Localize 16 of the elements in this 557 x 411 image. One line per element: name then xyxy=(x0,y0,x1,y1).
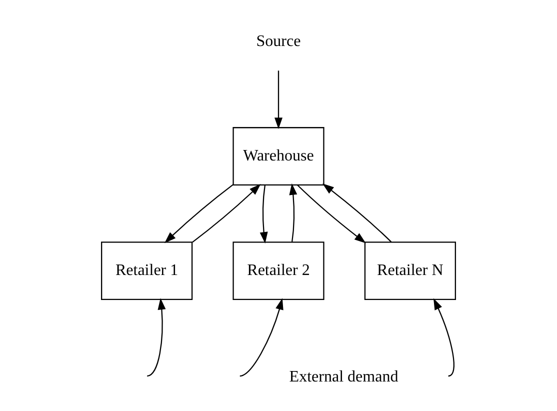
arrow xyxy=(274,70,283,130)
arrow xyxy=(260,185,268,244)
node-text: Source xyxy=(256,32,301,50)
arrow xyxy=(164,184,234,244)
arrow xyxy=(289,183,298,242)
arrow xyxy=(192,184,261,243)
arrow xyxy=(322,184,392,242)
arrow xyxy=(240,298,284,377)
label: External demand xyxy=(289,368,398,386)
arrow xyxy=(297,184,366,244)
node-box: Warehouse xyxy=(232,127,324,186)
node-box: Retailer 2 xyxy=(232,242,324,300)
arrow xyxy=(146,298,166,377)
node-box: Retailer N xyxy=(364,242,456,300)
node-box: Retailer 1 xyxy=(101,242,193,300)
arrow xyxy=(433,298,454,377)
